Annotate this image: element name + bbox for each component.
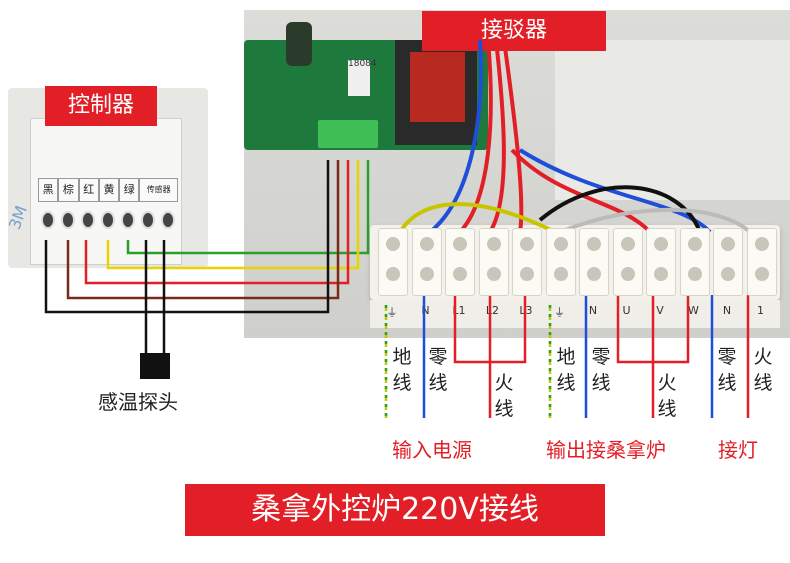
terminal-block <box>713 228 743 296</box>
terminal-mark: W <box>688 304 699 317</box>
terminal-screw <box>587 237 601 251</box>
controller-terminal-label: 棕 <box>58 178 79 202</box>
controller-screw <box>121 211 135 229</box>
box-wire-black <box>538 185 702 233</box>
green-screw-terminal <box>318 120 378 148</box>
terminal-screw <box>419 237 434 251</box>
terminal-screw <box>754 237 769 251</box>
contactor-label: 接驳器 <box>422 11 606 51</box>
terminal-screw <box>486 237 501 251</box>
box-wire-blue-out <box>518 148 712 234</box>
wire-yellow <box>106 160 360 270</box>
terminal-block <box>478 228 509 296</box>
controller-label: 控制器 <box>45 86 157 126</box>
terminal-block <box>545 228 576 296</box>
label-neutral-1: 零线 <box>428 346 448 394</box>
box-wire-yg <box>398 202 556 234</box>
terminal-screw <box>654 237 668 251</box>
terminal-screw <box>620 267 635 281</box>
controller-terminal-label: 红 <box>78 178 99 202</box>
terminal-screw <box>687 237 702 251</box>
terminal-block <box>445 228 475 296</box>
terminal-screw <box>520 237 534 251</box>
terminal-mark: U <box>622 304 631 317</box>
terminal-block <box>679 228 710 296</box>
controller-screw <box>161 211 175 229</box>
controller-screw <box>81 211 95 229</box>
terminal-screw <box>721 267 735 281</box>
terminal-screw <box>386 237 400 251</box>
relay-red-panel <box>410 52 465 122</box>
controller-terminal-label: 传感器 <box>139 178 178 202</box>
controller-terminal-label: 绿 <box>119 178 140 202</box>
capacitor <box>286 22 312 66</box>
wire-green <box>126 160 370 255</box>
terminal-screw <box>721 237 735 251</box>
terminal-screw <box>553 237 568 251</box>
label-neutral-2: 零线 <box>591 346 611 394</box>
box-wire-red-out <box>510 148 652 234</box>
terminal-screw <box>486 267 501 281</box>
terminal-mark: ⏚ <box>386 306 398 319</box>
controller-screw <box>41 211 55 229</box>
label-live-2: 火线 <box>657 372 677 420</box>
controller-terminal-row: 黑棕红黄绿传感器 <box>38 178 178 202</box>
box-right-panel <box>555 40 790 200</box>
label-neutral-3: 零线 <box>717 346 737 394</box>
page-title: 桑拿外控炉220V接线 <box>185 484 605 536</box>
label-ground-2: 地线 <box>556 346 576 394</box>
box-wire-grey <box>559 207 752 234</box>
box-wire-red-1 <box>458 39 493 234</box>
wire-black <box>44 160 330 314</box>
terminal-screw <box>419 267 434 281</box>
probe-head <box>140 353 170 379</box>
label-live-1: 火线 <box>494 372 514 420</box>
terminal-block <box>378 228 408 296</box>
group-light: 接灯 <box>718 438 758 462</box>
wire-red <box>84 160 350 285</box>
label-ground-1: 地线 <box>392 346 412 394</box>
terminal-block <box>411 228 442 296</box>
terminal-block <box>612 228 643 296</box>
terminal-screw <box>553 267 568 281</box>
terminal-block <box>579 228 609 296</box>
terminal-screw <box>386 267 400 281</box>
terminal-block <box>746 228 777 296</box>
terminal-screw <box>687 267 702 281</box>
terminal-mark: ⏚ <box>554 306 565 319</box>
chip-label: 18084 <box>348 60 377 96</box>
group-input: 输入电源 <box>392 438 472 462</box>
terminal-screw <box>453 267 467 281</box>
terminal-screw <box>754 267 769 281</box>
terminal-screw <box>520 267 534 281</box>
terminal-screw <box>453 237 467 251</box>
terminal-screw <box>654 267 668 281</box>
controller-screw <box>61 211 75 229</box>
box-wire-red-2 <box>488 39 506 234</box>
controller-screw <box>141 211 155 229</box>
wire-brown <box>66 160 340 300</box>
terminal-mark: N <box>421 304 430 317</box>
probe-label: 感温探头 <box>98 390 178 414</box>
controller-screw <box>101 211 115 229</box>
box-wire-red-3 <box>502 39 524 233</box>
controller-terminal-label: 黄 <box>98 178 120 202</box>
box-wire-blue <box>428 39 483 234</box>
controller-terminal-label: 黑 <box>38 178 59 202</box>
terminal-mark: V <box>656 304 664 317</box>
group-output: 输出接桑拿炉 <box>546 438 666 462</box>
terminal-mark: N <box>588 304 598 317</box>
terminal-mark: N <box>722 304 732 317</box>
terminal-screw <box>620 237 635 251</box>
terminal-screw <box>587 267 601 281</box>
terminal-block <box>646 228 676 296</box>
terminal-mark: 1 <box>757 304 764 317</box>
terminal-block <box>512 228 542 296</box>
controller-screw-row <box>38 205 178 233</box>
label-live-3: 火线 <box>753 346 773 394</box>
